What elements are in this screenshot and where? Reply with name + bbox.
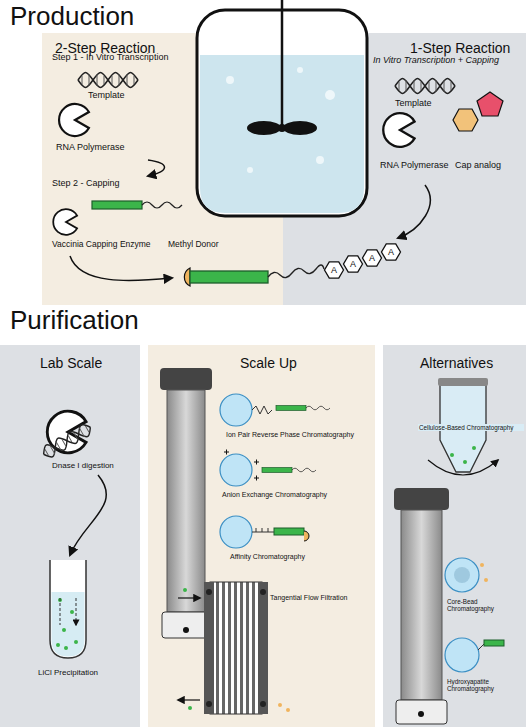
node-heading: 1-Step Reaction bbox=[410, 40, 510, 56]
section-title: Purification bbox=[10, 306, 139, 336]
reaction-panel: 2-Step ReactionStep 1 - In Vitro Transcr… bbox=[42, 33, 283, 305]
section-title: Production bbox=[10, 2, 134, 32]
method-label: Cellulose-Based Chromatography bbox=[418, 424, 524, 431]
polya-letter: A bbox=[331, 265, 337, 275]
node-text: In Vitro Transcription + Capping bbox=[373, 55, 499, 65]
node-text: RNA Polymerase bbox=[380, 160, 449, 170]
method-panel: Scale Up bbox=[148, 345, 375, 727]
method-label: Anion Exchange Chromatography bbox=[222, 491, 327, 499]
method-label: Hydroxyapatite Chromatography bbox=[447, 678, 524, 692]
process-step: Dnase I digestion bbox=[40, 405, 135, 475]
method-label: Core-Bead Chromatography bbox=[447, 598, 524, 612]
method-label: Tangential Flow Filtration bbox=[270, 594, 370, 602]
node-heading: Alternatives bbox=[420, 355, 493, 371]
method-panel: Alternatives bbox=[383, 345, 526, 727]
node-text: Cap analog bbox=[455, 160, 501, 170]
node-text: Template bbox=[88, 90, 125, 100]
node-heading: Step 2 - Capping bbox=[52, 178, 120, 188]
node-text: Vaccinia Capping Enzyme bbox=[52, 240, 151, 250]
process-step: LiCl Precipitation bbox=[30, 555, 130, 680]
method-label: Ion Pair Reverse Phase Chromatography bbox=[226, 431, 354, 439]
method-label: Affinity Chromatography bbox=[230, 553, 305, 561]
node-text: Template bbox=[395, 98, 432, 108]
polya-letter: A bbox=[388, 247, 394, 257]
polya-letter: A bbox=[350, 259, 356, 269]
node-heading: Scale Up bbox=[240, 355, 297, 371]
node-text: RNA Polymerase bbox=[56, 142, 125, 152]
step-group: Step 1 - In Vitro TranscriptionTemplateR… bbox=[48, 52, 248, 160]
polya-letter: A bbox=[369, 253, 375, 263]
step-group: Step 2 - CappingVaccinia Capping Enzyme M… bbox=[48, 176, 248, 256]
method-panel: Lab ScaleDnase I digestionLiCl Precipita… bbox=[0, 345, 140, 727]
node-heading: Lab Scale bbox=[40, 355, 102, 371]
reaction-panel: 1-Step ReactionIn Vitro Transcription + … bbox=[283, 33, 526, 305]
node-text: Methyl Donor bbox=[168, 240, 219, 250]
node-heading: Step 1 - In Vitro Transcription bbox=[52, 52, 168, 62]
node-heading: Dnase I digestion bbox=[52, 461, 114, 470]
flow-arrow bbox=[70, 475, 106, 555]
node-heading: LiCl Precipitation bbox=[38, 668, 98, 677]
flow-arrow bbox=[148, 160, 165, 176]
